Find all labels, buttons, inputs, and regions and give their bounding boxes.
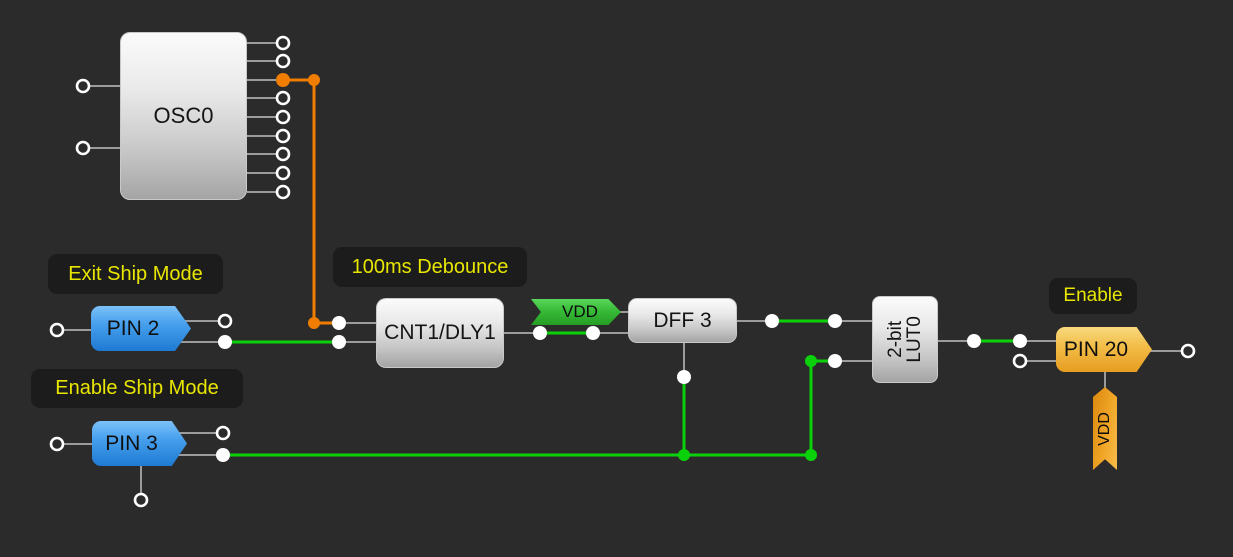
- orange-net[interactable]: [283, 74, 339, 329]
- wire-orange[interactable]: [283, 78, 339, 325]
- note-debounce-text: 100ms Debounce: [351, 255, 509, 278]
- port-connected[interactable]: [828, 354, 842, 368]
- port[interactable]: [217, 313, 233, 329]
- block-lut0-line1: 2-bit: [884, 321, 906, 358]
- block-dff3-label: DFF 3: [653, 308, 712, 332]
- block-lut0-line2: LUT0: [904, 316, 925, 363]
- port[interactable]: [1180, 343, 1196, 359]
- block-pin3[interactable]: PIN 3: [92, 421, 187, 466]
- port-connected[interactable]: [332, 316, 346, 330]
- vdd-flag-orange[interactable]: VDD: [1093, 387, 1117, 470]
- note-enable-ship-mode[interactable]: Enable Ship Mode: [31, 369, 243, 408]
- port[interactable]: [133, 492, 149, 508]
- port-connected[interactable]: [332, 335, 346, 349]
- port[interactable]: [275, 184, 291, 200]
- block-dff3[interactable]: DFF 3: [628, 298, 737, 343]
- port-connected[interactable]: [586, 326, 600, 340]
- block-pin2-label: PIN 2: [106, 316, 160, 340]
- block-lut0-label: 2-bit LUT0: [884, 316, 925, 363]
- junction-dot-green: [805, 355, 817, 367]
- port-connected[interactable]: [828, 314, 842, 328]
- port[interactable]: [275, 146, 291, 162]
- junction-dot-orange: [308, 74, 320, 86]
- note-enable-text: Enable: [1063, 285, 1123, 306]
- port-connected[interactable]: [765, 314, 779, 328]
- port[interactable]: [275, 90, 291, 106]
- port-connected[interactable]: [216, 448, 230, 462]
- port-connected[interactable]: [218, 335, 232, 349]
- vdd-flag-green[interactable]: VDD: [531, 299, 621, 325]
- block-pin20-label: PIN 20: [1063, 337, 1129, 361]
- port-connected[interactable]: [533, 326, 547, 340]
- port-connected[interactable]: [967, 334, 981, 348]
- block-lut0[interactable]: 2-bit LUT0: [872, 296, 938, 383]
- port[interactable]: [275, 35, 291, 51]
- connected-ports[interactable]: [216, 73, 1027, 462]
- green-nets[interactable]: [223, 319, 1020, 457]
- junction-dot-green: [678, 449, 690, 461]
- open-ports[interactable]: [49, 35, 1196, 508]
- junction-dot-green: [805, 449, 817, 461]
- port[interactable]: [75, 78, 91, 94]
- block-pin3-label: PIN 3: [105, 431, 158, 455]
- block-osc0[interactable]: OSC0: [120, 32, 247, 200]
- port[interactable]: [49, 436, 65, 452]
- block-cnt1-dly1-label: CNT1/DLY1: [384, 321, 496, 344]
- vdd-flag-orange-label: VDD: [1096, 411, 1113, 446]
- port[interactable]: [215, 425, 231, 441]
- port[interactable]: [275, 109, 291, 125]
- port[interactable]: [275, 53, 291, 69]
- note-enable[interactable]: Enable: [1049, 278, 1137, 314]
- port[interactable]: [275, 128, 291, 144]
- vdd-flag-green-label: VDD: [562, 302, 598, 321]
- port-connected-orange[interactable]: [276, 73, 290, 87]
- block-pin20[interactable]: PIN 20: [1056, 327, 1152, 372]
- port[interactable]: [49, 322, 65, 338]
- block-pin2[interactable]: PIN 2: [91, 306, 191, 351]
- block-cnt1-dly1[interactable]: CNT1/DLY1: [376, 298, 504, 368]
- port-connected[interactable]: [1013, 334, 1027, 348]
- port[interactable]: [75, 140, 91, 156]
- note-debounce[interactable]: 100ms Debounce: [333, 247, 527, 287]
- junction-dot-orange: [308, 317, 320, 329]
- block-osc0-label: OSC0: [153, 103, 214, 128]
- note-exit-ship-mode-text: Exit Ship Mode: [68, 262, 203, 285]
- port-connected[interactable]: [677, 370, 691, 384]
- note-exit-ship-mode[interactable]: Exit Ship Mode: [48, 254, 223, 294]
- note-enable-ship-mode-text: Enable Ship Mode: [55, 377, 219, 399]
- port[interactable]: [275, 165, 291, 181]
- green-junctions: [678, 355, 817, 461]
- port[interactable]: [1012, 353, 1028, 369]
